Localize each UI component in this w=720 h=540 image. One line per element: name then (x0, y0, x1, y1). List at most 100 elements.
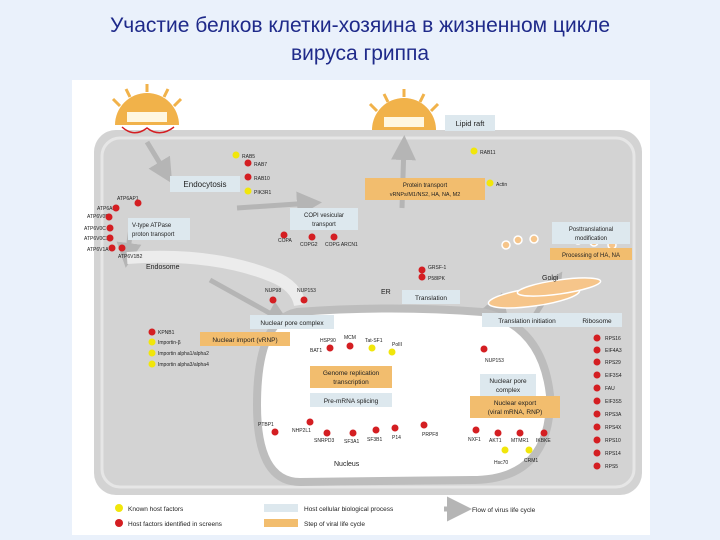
posttranslational-box: Posttranslational modification (552, 222, 630, 244)
svg-text:V-type ATPase: V-type ATPase (132, 223, 172, 229)
svg-text:BAT1: BAT1 (310, 348, 322, 354)
legend-host-swatch (264, 504, 298, 512)
processing-box: Processing of HA, NA (550, 248, 632, 260)
title-line-1: Участие белков клетки-хозяина в жизненно… (109, 14, 611, 37)
slide-title: Участие белков клетки-хозяина в жизненно… (0, 12, 720, 68)
legend-flow: Flow of virus life cycle (472, 507, 536, 514)
legend-screen: Host factors identified in screens (128, 521, 223, 528)
ribosome-box: Ribosome (572, 313, 622, 327)
svg-text:P58IPK: P58IPK (428, 276, 446, 282)
svg-text:IKBKE: IKBKE (536, 438, 551, 444)
svg-text:ATP6V0C1: ATP6V0C1 (84, 236, 109, 242)
svg-text:RPS29: RPS29 (605, 360, 621, 366)
vatpase-box: V-type ATPase proton transport (128, 218, 190, 240)
svg-text:RPS5: RPS5 (605, 464, 618, 470)
svg-text:CRM1: CRM1 (524, 458, 538, 464)
svg-text:vRNPs/M1/NS2, HA, NA, M2: vRNPs/M1/NS2, HA, NA, M2 (390, 192, 461, 198)
er-label: ER (381, 289, 391, 296)
svg-text:Ribosome: Ribosome (582, 318, 612, 325)
legend: Known host factors Host factors identifi… (115, 496, 536, 528)
svg-text:RAB11: RAB11 (480, 150, 496, 156)
svg-text:RAB5: RAB5 (242, 154, 255, 160)
svg-text:PRPF8: PRPF8 (422, 432, 438, 438)
nuclear-pore-box: Nuclear pore complex (480, 374, 536, 396)
copi-box: COPI vesicular transport (290, 208, 358, 230)
svg-text:Importin alpha3/alpha4: Importin alpha3/alpha4 (158, 362, 209, 368)
nuclear-export-box: Nuclear export (viral mRNA, RNP) (470, 396, 560, 418)
svg-text:SNRPD3: SNRPD3 (314, 438, 335, 444)
legend-known: Known host factors (128, 506, 184, 513)
svg-text:COPI vesicular: COPI vesicular (304, 213, 344, 219)
premrna-splicing-box: Pre-mRNA splicing (310, 393, 392, 407)
svg-text:P14: P14 (392, 435, 401, 441)
nuclear-import-box: Nuclear import (vRNP) (200, 332, 290, 346)
svg-text:RAB7: RAB7 (254, 162, 267, 168)
svg-text:Processing of HA, NA: Processing of HA, NA (562, 253, 620, 259)
svg-text:complex: complex (496, 387, 521, 394)
svg-text:RPS16: RPS16 (605, 336, 621, 342)
svg-text:RPS10: RPS10 (605, 438, 621, 444)
svg-text:EIF3S5: EIF3S5 (605, 399, 622, 405)
protein-transport-box: Protein transport vRNPs/M1/NS2, HA, NA, … (365, 178, 485, 200)
svg-text:Translation initiation: Translation initiation (498, 318, 556, 325)
golgi-label: Golgi (542, 275, 559, 282)
svg-text:COPG2: COPG2 (300, 242, 318, 248)
svg-text:EIF4A3: EIF4A3 (605, 348, 622, 354)
svg-text:Posttranslational: Posttranslational (569, 227, 613, 233)
translation-box: Translation (402, 290, 460, 304)
svg-text:Endocytosis: Endocytosis (183, 180, 226, 189)
svg-text:modification: modification (575, 236, 607, 242)
svg-text:NUP98: NUP98 (265, 288, 281, 294)
legend-viral-swatch (264, 519, 298, 527)
svg-text:Lipid raft: Lipid raft (456, 119, 486, 128)
legend-screen-marker (115, 519, 123, 527)
svg-text:RPS3A: RPS3A (605, 412, 622, 418)
svg-text:NXF1: NXF1 (468, 437, 481, 443)
life-cycle-diagram: Lipid raft Endocytosis V-type ATPase pro… (84, 84, 642, 528)
svg-text:PolII: PolII (392, 342, 402, 348)
svg-text:Actin: Actin (496, 182, 507, 188)
svg-text:proton transport: proton transport (132, 232, 175, 238)
svg-text:ATP6V1B2: ATP6V1B2 (118, 254, 143, 260)
svg-text:Importin-β: Importin-β (158, 340, 181, 346)
svg-text:Hsc70: Hsc70 (494, 460, 508, 466)
svg-text:NUP153: NUP153 (485, 358, 504, 364)
endocytosis-box: Endocytosis (170, 176, 240, 192)
svg-text:Protein transport: Protein transport (403, 183, 448, 189)
svg-text:RPS4X: RPS4X (605, 425, 622, 431)
svg-text:ATP6V0B: ATP6V0B (87, 214, 109, 220)
diagram-panel: Lipid raft Endocytosis V-type ATPase pro… (72, 80, 650, 535)
svg-text:AKT1: AKT1 (489, 438, 502, 444)
svg-text:ATP6AP2: ATP6AP2 (97, 206, 119, 212)
svg-text:NHP2L1: NHP2L1 (292, 428, 311, 434)
legend-viral-step: Step of viral life cycle (304, 521, 365, 528)
svg-text:RPS14: RPS14 (605, 451, 621, 457)
svg-text:KPNB1: KPNB1 (158, 330, 175, 336)
svg-text:SF3A1: SF3A1 (344, 439, 360, 445)
svg-text:FAU: FAU (605, 386, 615, 392)
svg-text:SF3B1: SF3B1 (367, 437, 383, 443)
svg-text:RAB10: RAB10 (254, 176, 270, 182)
nucleus-label: Nucleus (334, 461, 360, 468)
legend-host-process: Host cellular biological process (304, 506, 394, 513)
virus-budding-icon (368, 89, 440, 130)
svg-text:Nuclear pore: Nuclear pore (489, 378, 527, 385)
svg-text:Pre-mRNA splicing: Pre-mRNA splicing (324, 398, 379, 405)
svg-text:ATP6V1A: ATP6V1A (87, 247, 109, 253)
endosome-label: Endosome (146, 264, 180, 271)
svg-text:EIF3S4: EIF3S4 (605, 373, 622, 379)
svg-text:ATP6V0C: ATP6V0C (84, 226, 106, 232)
svg-text:GRSF-1: GRSF-1 (428, 265, 447, 271)
svg-text:COPA: COPA (278, 238, 292, 244)
svg-text:HSP90: HSP90 (320, 338, 336, 344)
svg-text:Nuclear export: Nuclear export (494, 400, 536, 407)
svg-text:Translation: Translation (415, 295, 447, 302)
golgi-stack (487, 234, 617, 309)
svg-text:transcription: transcription (333, 379, 369, 386)
svg-text:ATP6AP1: ATP6AP1 (117, 196, 139, 202)
virus-entry-icon (111, 84, 183, 134)
svg-text:MCM: MCM (344, 335, 356, 341)
title-line-2: вируса гриппа (290, 42, 430, 65)
factor-markers: RAB5 RAB7 RAB10 PIK3R1 RAB11 Actin ATP6A… (84, 147, 622, 470)
svg-text:Nuclear pore complex: Nuclear pore complex (260, 320, 324, 327)
